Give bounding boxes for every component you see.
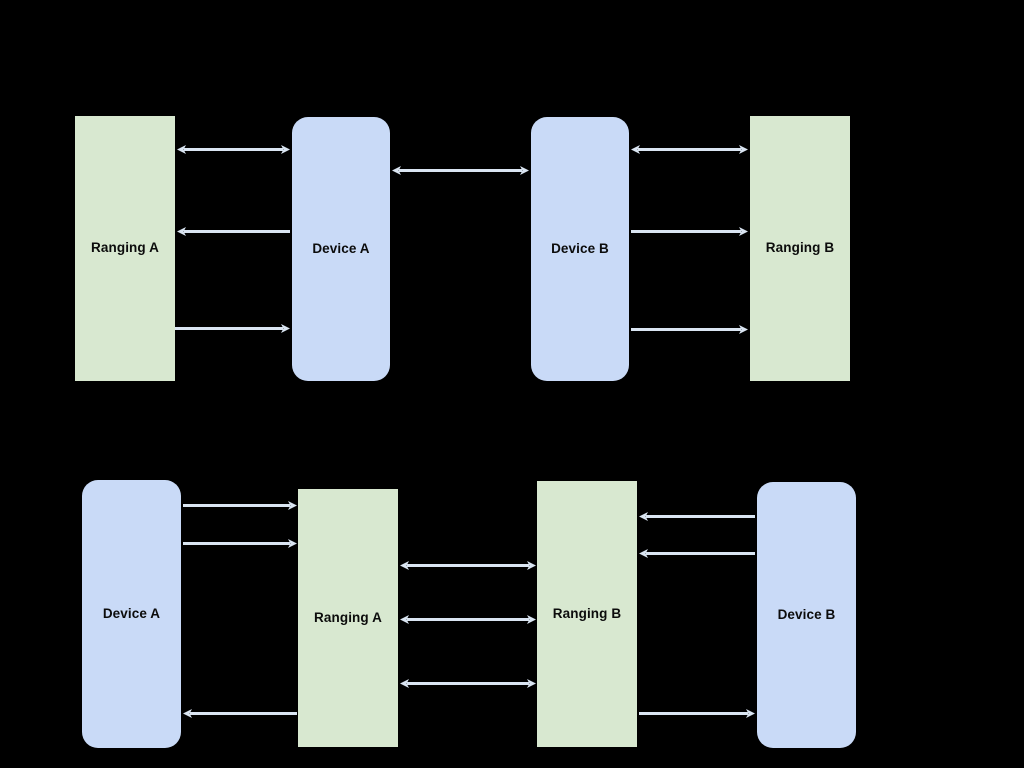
arrowhead-left-icon: [639, 549, 648, 558]
arrowhead-left-icon: [639, 512, 648, 521]
node-bot-device-a[interactable]: Device A: [82, 480, 181, 748]
edge-ranging-b-device-b-3: [639, 709, 755, 718]
edge-shaft: [183, 542, 290, 545]
edge-shaft: [407, 618, 529, 621]
node-top-device-a[interactable]: Device A: [292, 117, 390, 381]
arrowhead-left-icon: [183, 709, 192, 718]
arrowhead-right-icon: [746, 709, 755, 718]
arrowhead-right-icon: [527, 615, 536, 624]
edge-ranging-a-device-a-3: [183, 709, 297, 718]
node-label: Ranging B: [552, 605, 622, 621]
arrowhead-left-icon: [400, 561, 409, 570]
arrowhead-right-icon: [288, 539, 297, 548]
node-label: Device B: [777, 606, 836, 622]
arrowhead-right-icon: [527, 679, 536, 688]
node-bot-ranging-a[interactable]: Ranging A: [298, 489, 398, 747]
node-label: Ranging B: [765, 240, 835, 256]
node-label: Device B: [551, 240, 609, 256]
edge-ranging-a-ranging-b-1: [400, 561, 536, 570]
edge-shaft: [183, 504, 290, 507]
node-bot-ranging-b[interactable]: Ranging B: [537, 481, 637, 747]
edge-ranging-a-ranging-b-2: [400, 615, 536, 624]
edge-shaft: [639, 712, 748, 715]
node-label: Device A: [102, 605, 161, 621]
edge-ranging-a-ranging-b-3: [400, 679, 536, 688]
edge-device-a-ranging-a-2: [183, 539, 297, 548]
arrowhead-left-icon: [400, 679, 409, 688]
arrowhead-left-icon: [400, 615, 409, 624]
arrowhead-right-icon: [288, 501, 297, 510]
node-top-device-b[interactable]: Device B: [531, 117, 629, 381]
node-label: Ranging A: [314, 609, 382, 625]
node-label: Device A: [312, 240, 370, 256]
node-top-ranging-b[interactable]: Ranging B: [750, 116, 850, 381]
edge-shaft: [190, 712, 297, 715]
edge-device-b-ranging-b-1: [639, 512, 755, 521]
node-label: Ranging A: [91, 240, 159, 256]
node-bot-device-b[interactable]: Device B: [757, 482, 856, 748]
node-top-ranging-a[interactable]: Ranging A: [75, 116, 175, 381]
edge-device-b-ranging-b-2: [639, 549, 755, 558]
edge-device-a-ranging-a-1: [183, 501, 297, 510]
arrowhead-right-icon: [527, 561, 536, 570]
edge-shaft: [646, 515, 755, 518]
edge-shaft: [407, 564, 529, 567]
edge-shaft: [646, 552, 755, 555]
edge-shaft: [407, 682, 529, 685]
